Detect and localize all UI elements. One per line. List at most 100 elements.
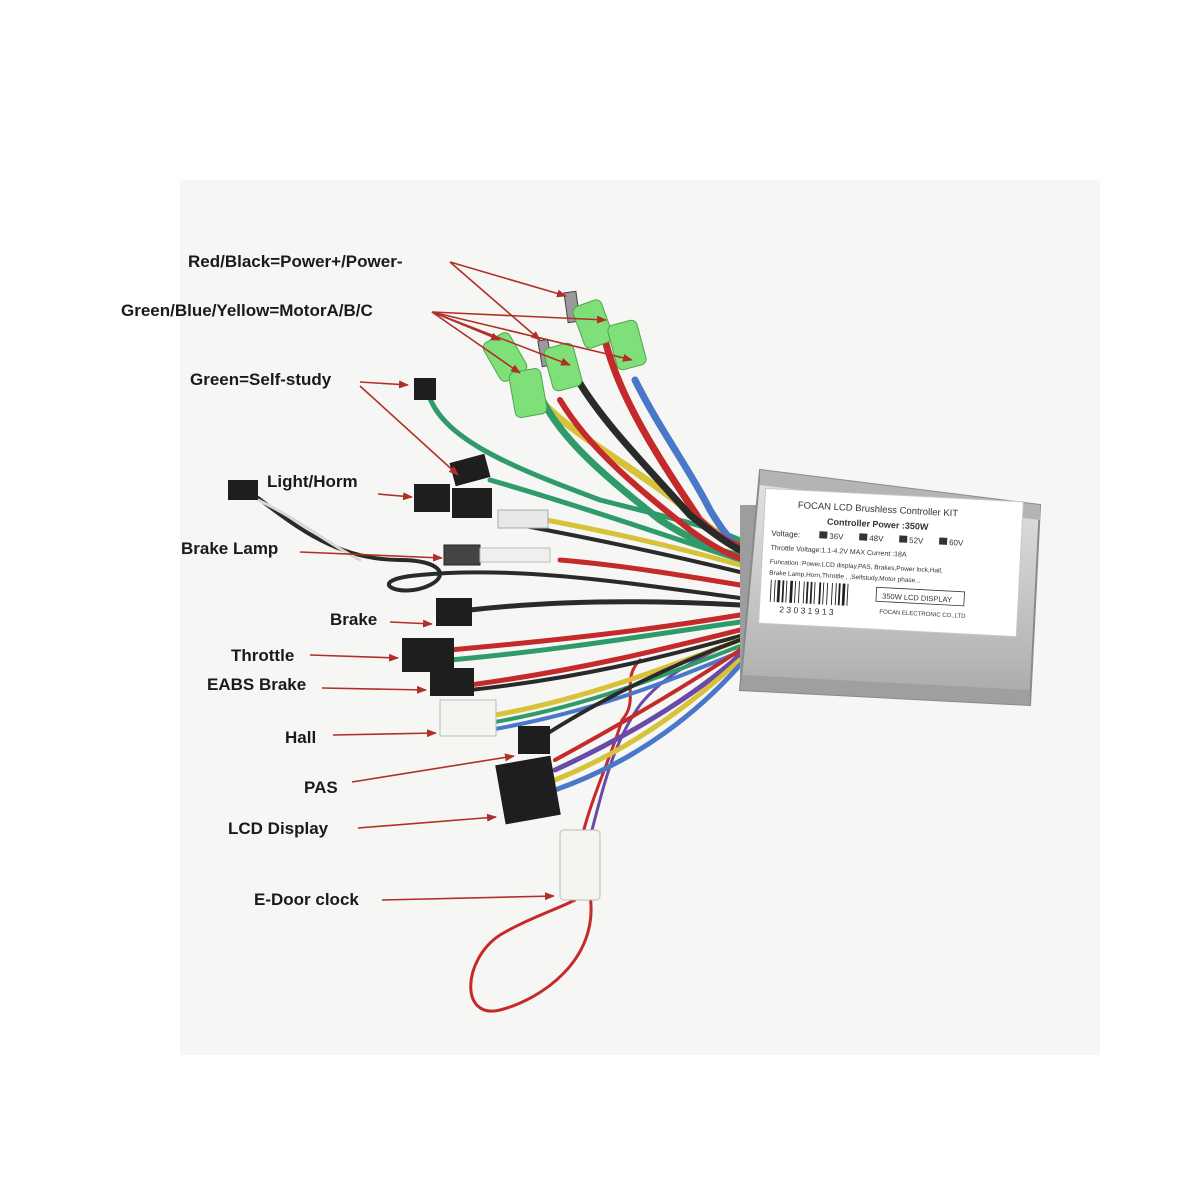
barcode-bar xyxy=(813,582,816,605)
motor-connector-d xyxy=(543,342,583,392)
voltage-box-3 xyxy=(899,535,908,543)
wire-throttle-green xyxy=(447,619,743,663)
wire-hall-blue xyxy=(493,650,742,731)
wire-edoor-loop xyxy=(469,893,593,1013)
wire-power-black xyxy=(571,371,744,554)
callout-lcd: LCD Display xyxy=(228,819,328,839)
arrow-throttle xyxy=(309,653,399,662)
brake-connector xyxy=(436,598,472,626)
wire-edoor-purple xyxy=(590,638,742,832)
throttle-connector xyxy=(402,638,454,672)
arrow-brake xyxy=(389,619,433,628)
callout-motor-text: Green/Blue/Yellow=MotorA/B/C xyxy=(121,301,373,320)
barcode-bar xyxy=(805,581,809,604)
barcode-bar xyxy=(841,583,846,606)
lcd-connector xyxy=(495,755,561,825)
callout-edoor: E-Door clock xyxy=(254,890,359,910)
barcode-bar xyxy=(773,579,776,602)
barcode-bar xyxy=(818,582,822,605)
barcode-bar xyxy=(834,583,837,606)
barcode-bar xyxy=(809,581,813,604)
arrow-motor-3 xyxy=(431,311,501,341)
brakelamp-connector xyxy=(443,544,481,566)
barcode-bar xyxy=(789,580,794,603)
eabs-connector xyxy=(430,668,474,696)
light-connector-c xyxy=(452,488,492,518)
barcode-bar xyxy=(785,580,788,603)
barcode-bar xyxy=(826,582,829,605)
label-voltage-prefix: Voltage: xyxy=(771,529,800,540)
arrow-lcd xyxy=(357,813,497,829)
arrow-brakelamp xyxy=(299,551,443,562)
callout-brake: Brake xyxy=(330,610,377,630)
barcode-bar xyxy=(846,583,849,606)
callout-light: Light/Horm xyxy=(267,472,358,492)
wire-light-3 xyxy=(518,523,742,574)
arrow-edoor xyxy=(381,892,555,901)
callout-hall: Hall xyxy=(285,728,316,748)
motor-connector-a xyxy=(572,299,614,349)
arrow-pas xyxy=(351,753,515,783)
barcode-bar xyxy=(822,582,825,605)
voltage-box-2 xyxy=(859,533,868,541)
motor-connector-b xyxy=(607,319,647,371)
barcode-bar xyxy=(769,579,772,602)
edoor-connector xyxy=(559,829,601,901)
motor-connector-e xyxy=(508,368,548,418)
callout-eabs-text: EABS Brake xyxy=(207,675,307,694)
callout-brake-text: Brake xyxy=(330,610,378,629)
callout-brakelamp-text: Brake Lamp xyxy=(181,539,279,558)
wire-brakelamp-red xyxy=(557,557,743,588)
label-maker: FOCAN ELECTRONIC CO.,LTD xyxy=(879,609,966,620)
light-connector-b xyxy=(414,484,450,512)
barcode-bar xyxy=(781,580,785,603)
wire-lcd-1 xyxy=(552,652,743,773)
callout-eabs: EABS Brake xyxy=(207,675,306,695)
wire-pas xyxy=(543,638,742,737)
voltage-box-1 xyxy=(819,531,828,539)
callout-light-text: Light/Horm xyxy=(267,472,358,491)
arrow-selfstudy-1 xyxy=(359,380,409,389)
callout-lcd-text: LCD Display xyxy=(228,819,329,838)
callout-selfstudy-text: Green=Self-study xyxy=(190,370,332,389)
arrow-hall xyxy=(332,729,437,738)
connectors xyxy=(228,290,647,901)
voltage-36: 36V xyxy=(829,532,844,542)
callout-hall-text: Hall xyxy=(285,728,317,747)
wire-brakelamp-black xyxy=(256,496,742,600)
voltage-48: 48V xyxy=(869,534,884,544)
callout-power: Red/Black=Power+/Power- xyxy=(188,252,402,272)
barcode-bar xyxy=(776,580,781,603)
callout-selfstudy: Green=Self-study xyxy=(190,370,331,390)
callout-edoor-text: E-Door clock xyxy=(254,890,359,909)
barcode xyxy=(769,579,849,606)
wire-eabs-black xyxy=(468,634,742,692)
callout-throttle-text: Throttle xyxy=(231,646,295,665)
wire-lcd-2 xyxy=(552,657,743,783)
voltage-60: 60V xyxy=(949,538,964,548)
wire-motor-red xyxy=(557,397,743,561)
barcode-bar xyxy=(794,581,797,604)
selfstudy-connector xyxy=(414,378,436,400)
barcode-bar xyxy=(830,582,833,605)
housing-bottom-rail xyxy=(740,675,1030,705)
light-sleeve xyxy=(497,509,549,529)
arrow-power-1 xyxy=(449,261,567,298)
callout-brakelamp: Brake Lamp xyxy=(181,539,278,559)
barcode-bar xyxy=(797,581,800,604)
controller-housing xyxy=(738,468,1042,707)
wire-light-2 xyxy=(517,512,743,568)
barcode-bar xyxy=(802,581,805,604)
arrow-power-2 xyxy=(449,261,541,341)
callout-pas: PAS xyxy=(304,778,338,798)
pas-connector xyxy=(518,726,550,754)
callout-arrows xyxy=(299,261,633,901)
callout-motor: Green/Blue/Yellow=MotorA/B/C xyxy=(121,301,373,321)
arrow-selfstudy-2 xyxy=(359,385,459,476)
wire-lcd-3 xyxy=(552,662,743,793)
brakelamp-sleeve xyxy=(479,547,551,563)
label-display-box: 350W LCD DISPLAY xyxy=(882,592,952,605)
callout-pas-text: PAS xyxy=(304,778,338,797)
